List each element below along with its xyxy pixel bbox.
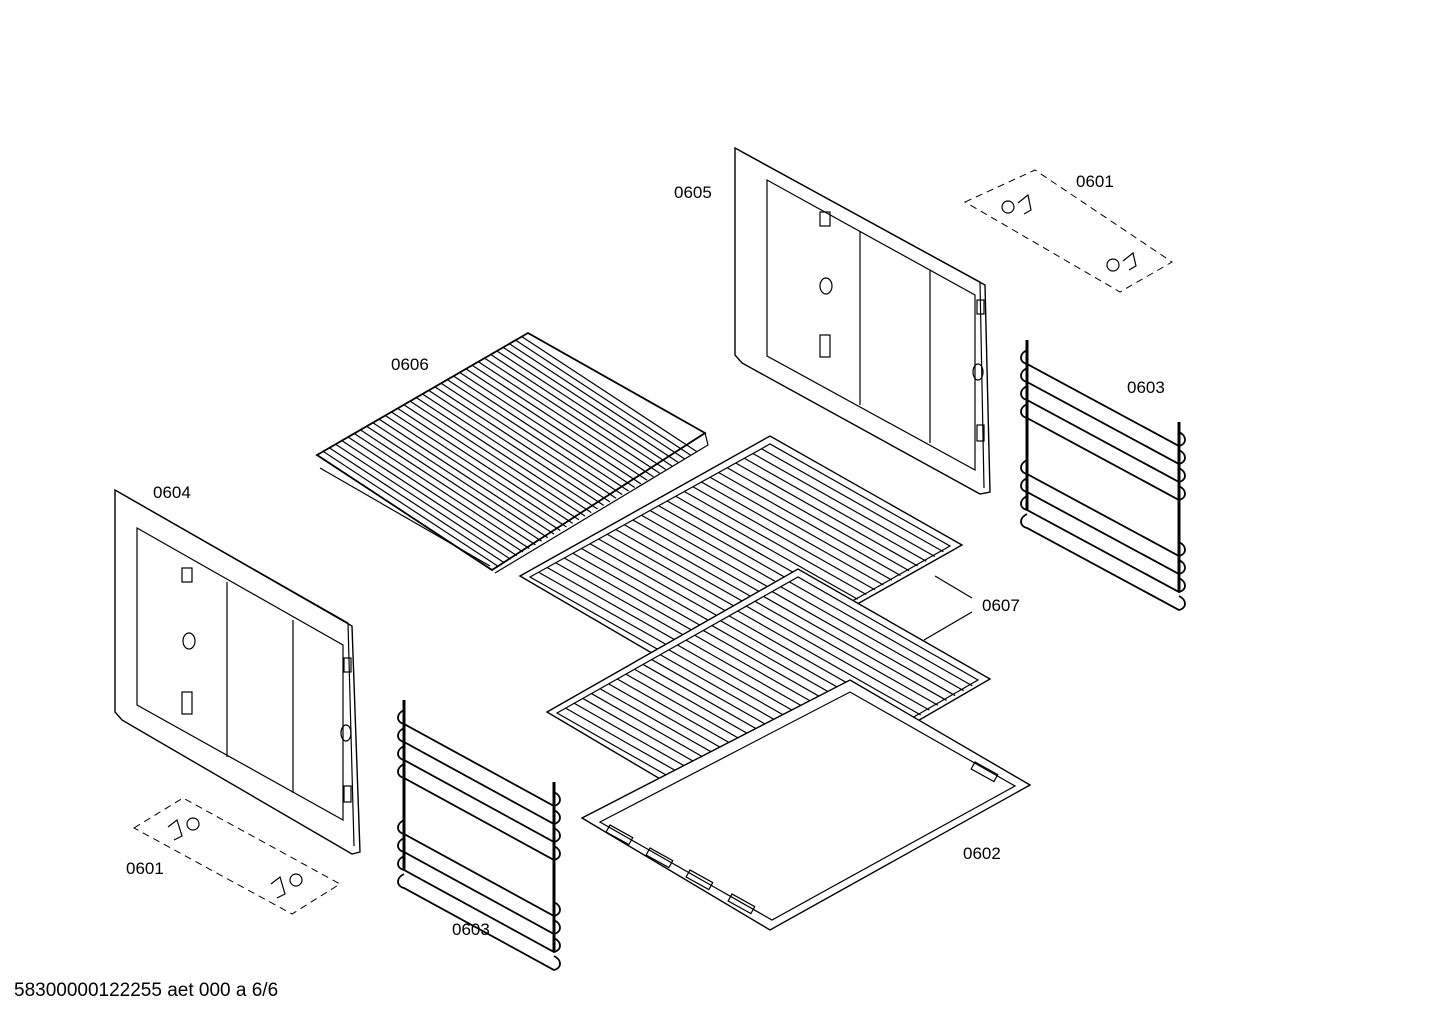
label-0605: 0605 bbox=[674, 183, 712, 202]
wire-bar bbox=[453, 375, 629, 492]
leader-lines-0607 bbox=[923, 575, 973, 641]
wire-bar bbox=[397, 407, 574, 524]
wire-bar bbox=[329, 447, 505, 564]
wire-bar bbox=[692, 486, 876, 591]
label-0607: 0607 bbox=[982, 596, 1020, 615]
rail-wire bbox=[397, 745, 561, 843]
rail-wire bbox=[1020, 385, 1186, 483]
label-0606: 0606 bbox=[391, 355, 429, 374]
wire-bar bbox=[746, 605, 930, 711]
rail-wire bbox=[397, 837, 561, 935]
clip-set-top bbox=[963, 169, 1173, 293]
wire-bar bbox=[360, 429, 536, 546]
shelf-rail-left bbox=[397, 700, 561, 971]
rail-wire bbox=[397, 763, 561, 861]
wire-bar bbox=[754, 600, 939, 706]
wire-bar bbox=[509, 343, 685, 460]
clip-set-bottom bbox=[133, 797, 341, 915]
wire-bar bbox=[521, 336, 698, 453]
label-0601-bottom: 0601 bbox=[126, 859, 164, 878]
wire-bar bbox=[440, 382, 617, 499]
wire-bar bbox=[391, 411, 567, 528]
rail-wire bbox=[1020, 367, 1186, 465]
wire-shelf-upper bbox=[518, 435, 964, 688]
wire-bar bbox=[378, 418, 555, 535]
wire-bar bbox=[415, 397, 592, 514]
wire-shelf-grill bbox=[315, 331, 709, 574]
rail-wire bbox=[397, 819, 561, 917]
wire-bar bbox=[428, 389, 605, 506]
wire-bar bbox=[409, 400, 586, 517]
rail-wire bbox=[397, 727, 561, 825]
wire-bar bbox=[683, 490, 867, 596]
rail-wire bbox=[1020, 513, 1186, 611]
wire-bar bbox=[743, 457, 927, 562]
wire-bar bbox=[515, 339, 691, 456]
wire-bar bbox=[384, 415, 561, 532]
wire-bar bbox=[726, 467, 910, 572]
wire-bar bbox=[502, 346, 679, 463]
rail-wire bbox=[1020, 349, 1186, 447]
wire-bar bbox=[366, 425, 542, 542]
wire-bar bbox=[403, 404, 580, 521]
rail-wire bbox=[1020, 459, 1186, 557]
wire-bar bbox=[735, 462, 919, 567]
rail-wire bbox=[397, 873, 561, 971]
wire-bar bbox=[496, 350, 673, 467]
wire-bar bbox=[341, 440, 518, 557]
document-id-footer: 58300000122255 aet 000 a 6/6 bbox=[14, 980, 279, 1001]
wire-bar bbox=[675, 495, 859, 600]
wire-bar bbox=[372, 422, 549, 539]
wire-bar bbox=[335, 443, 511, 560]
wire-bar bbox=[446, 379, 623, 496]
shelf-rail-right bbox=[1020, 340, 1186, 611]
wire-bar bbox=[465, 368, 642, 485]
label-0601-top: 0601 bbox=[1076, 172, 1114, 191]
wire-bar bbox=[434, 386, 611, 503]
side-panel-left bbox=[114, 488, 361, 855]
wire-bar bbox=[484, 357, 660, 474]
wire-bar bbox=[718, 471, 901, 577]
wire-bar bbox=[490, 354, 667, 471]
wire-bar bbox=[780, 586, 965, 692]
wire-bar bbox=[709, 476, 893, 581]
wire-bar bbox=[471, 364, 648, 481]
wire-bar bbox=[422, 393, 598, 510]
wire-bar bbox=[737, 610, 922, 716]
wire-bar bbox=[701, 481, 884, 586]
wire-bar bbox=[322, 450, 499, 567]
side-panel-right bbox=[734, 146, 991, 495]
rail-wire bbox=[397, 709, 561, 807]
label-0604: 0604 bbox=[153, 483, 191, 502]
rail-wire bbox=[397, 855, 561, 953]
label-0603-right: 0603 bbox=[1127, 378, 1165, 397]
wire-bar bbox=[752, 452, 936, 558]
wire-bar bbox=[761, 448, 944, 553]
wire-bar bbox=[771, 591, 956, 697]
wire-bar bbox=[789, 581, 973, 687]
label-0603-bottom: 0603 bbox=[452, 920, 490, 939]
baking-tray bbox=[580, 679, 1032, 931]
rail-wire bbox=[1020, 477, 1186, 575]
label-0602: 0602 bbox=[963, 844, 1001, 863]
wire-bar bbox=[478, 361, 654, 478]
wire-bar bbox=[763, 595, 947, 701]
wire-bar bbox=[353, 432, 530, 549]
wire-bar bbox=[347, 436, 524, 553]
rail-wire bbox=[1020, 403, 1186, 501]
rail-wire bbox=[1020, 495, 1186, 593]
wire-bar bbox=[459, 371, 636, 488]
